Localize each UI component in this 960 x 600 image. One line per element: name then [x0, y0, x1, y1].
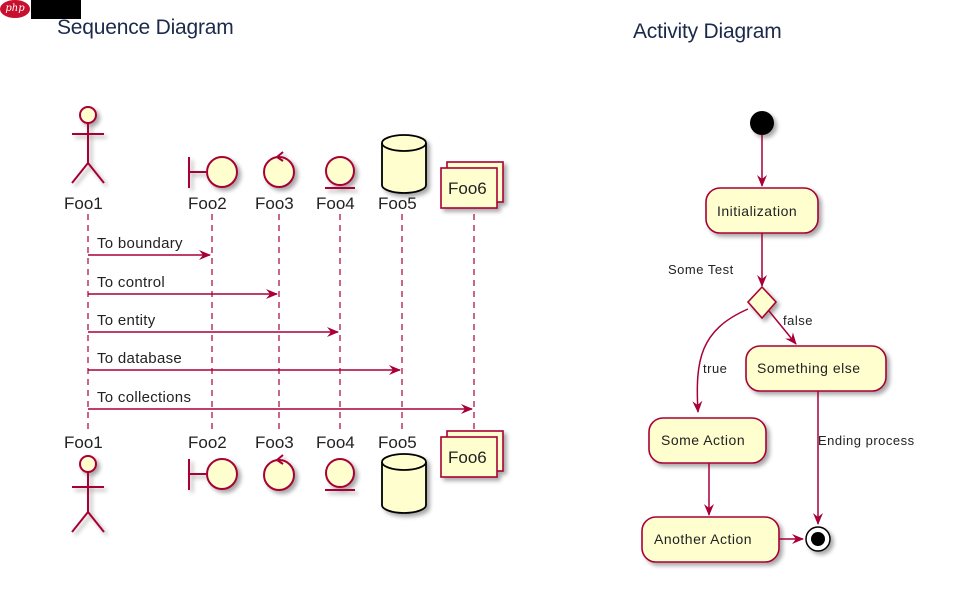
activity-diagram-title: Activity Diagram [633, 20, 782, 43]
actor-icon [79, 455, 97, 473]
participant-foo3-top[interactable] [263, 151, 295, 188]
decision-label: Some Test [668, 262, 734, 277]
database-icon [381, 143, 427, 194]
message-label-4: To database [97, 350, 182, 367]
entity-icon [325, 458, 355, 488]
participant-label-foo2-bottom: Foo2 [188, 433, 227, 452]
decision-node [746, 285, 778, 320]
sequence-diagram-title: Sequence Diagram [57, 16, 234, 39]
action-label-initialization: Initialization [717, 203, 797, 219]
guard-true: true [703, 361, 727, 376]
participant-label-foo3-bottom: Foo3 [255, 433, 294, 452]
actor-icon [79, 106, 97, 124]
message-label-1: To boundary [97, 235, 183, 252]
lifelines [87, 214, 475, 432]
guard-false: false [783, 313, 813, 328]
participant-label-foo6: Foo6 [448, 179, 487, 198]
action-something-else[interactable]: Something else [745, 345, 887, 392]
participant-foo1-top[interactable] [71, 106, 105, 184]
messages [88, 250, 473, 414]
action-label-something-else: Something else [757, 360, 861, 376]
action-label-some-action: Some Action [661, 432, 745, 448]
message-label-2: To control [97, 274, 165, 291]
start-node [750, 111, 774, 135]
end-node [805, 526, 831, 552]
participant-label-foo5: Foo5 [378, 194, 417, 213]
control-icon [263, 156, 295, 188]
participant-foo6-bottom[interactable] [440, 430, 504, 478]
control-icon [263, 459, 295, 491]
edge-true [692, 308, 749, 413]
participant-label-foo4-bottom: Foo4 [316, 433, 355, 452]
participant-foo2-top[interactable] [188, 156, 238, 188]
participant-foo1-bottom[interactable] [71, 455, 105, 533]
participant-label-foo1-bottom: Foo1 [64, 433, 103, 452]
participant-foo5-top[interactable] [381, 134, 427, 194]
participant-foo4-top[interactable] [325, 156, 355, 189]
participant-foo3-bottom[interactable] [263, 454, 295, 491]
participant-foo4-bottom[interactable] [325, 458, 355, 491]
ending-process-label: Ending process [818, 433, 915, 448]
message-label-3: To entity [97, 312, 156, 329]
database-icon [381, 462, 427, 514]
participant-foo2-bottom[interactable] [188, 458, 238, 490]
action-some-action[interactable]: Some Action [648, 417, 767, 464]
action-initialization[interactable]: Initialization [705, 187, 819, 234]
action-label-another-action: Another Action [654, 531, 752, 547]
php-logo: php [0, 0, 30, 18]
participant-label-foo1: Foo1 [64, 194, 103, 213]
participant-label-foo4: Foo4 [316, 194, 355, 213]
entity-icon [325, 156, 355, 186]
participant-foo6-top[interactable] [440, 161, 504, 209]
participant-label-foo6-bottom: Foo6 [448, 448, 487, 467]
message-label-5: To collections [97, 389, 191, 406]
participant-foo5-bottom[interactable] [381, 453, 427, 514]
participant-label-foo5-bottom: Foo5 [378, 433, 417, 452]
edge-false [768, 310, 797, 345]
participant-label-foo3: Foo3 [255, 194, 294, 213]
participant-label-foo2: Foo2 [188, 194, 227, 213]
redacted-bar [31, 0, 81, 19]
action-another-action[interactable]: Another Action [641, 516, 780, 563]
